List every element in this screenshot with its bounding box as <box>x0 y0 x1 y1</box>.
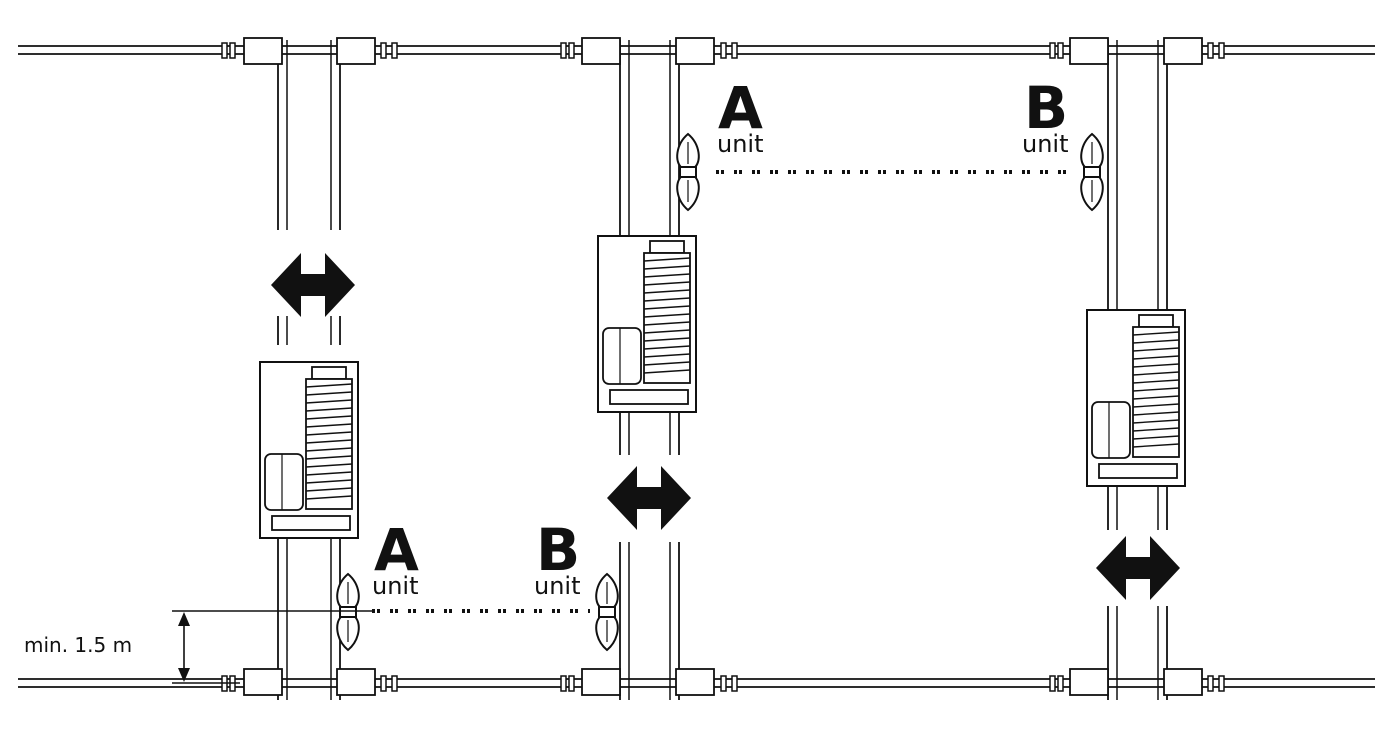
unit-a-word-lower: unit <box>372 572 419 600</box>
unit-a-letter-lower: A <box>374 516 419 584</box>
photo-sensor-icon <box>1080 133 1104 211</box>
gate-motor-icon <box>597 235 697 413</box>
rail-clamps <box>243 37 1203 696</box>
unit-a-word-upper: unit <box>717 130 764 158</box>
unit-b-letter-lower: B <box>536 516 580 584</box>
unit-b-letter-upper: B <box>1024 74 1068 142</box>
track-right <box>1107 40 1168 700</box>
double-arrow-icon <box>271 253 355 317</box>
photo-sensor-icon <box>336 573 360 651</box>
gate-motor-icon <box>259 361 359 539</box>
double-arrow-icon <box>1096 536 1180 600</box>
photo-sensor-icon <box>676 133 700 211</box>
min-height-label: min. 1.5 m <box>24 633 132 657</box>
double-arrow-icon <box>607 466 691 530</box>
unit-a-letter-upper: A <box>718 74 763 142</box>
height-dimension <box>172 610 372 684</box>
photo-sensor-icon <box>595 573 619 651</box>
gate-motor-icon <box>1086 309 1186 487</box>
unit-b-word-lower: unit <box>534 572 581 600</box>
unit-b-word-upper: unit <box>1022 130 1069 158</box>
